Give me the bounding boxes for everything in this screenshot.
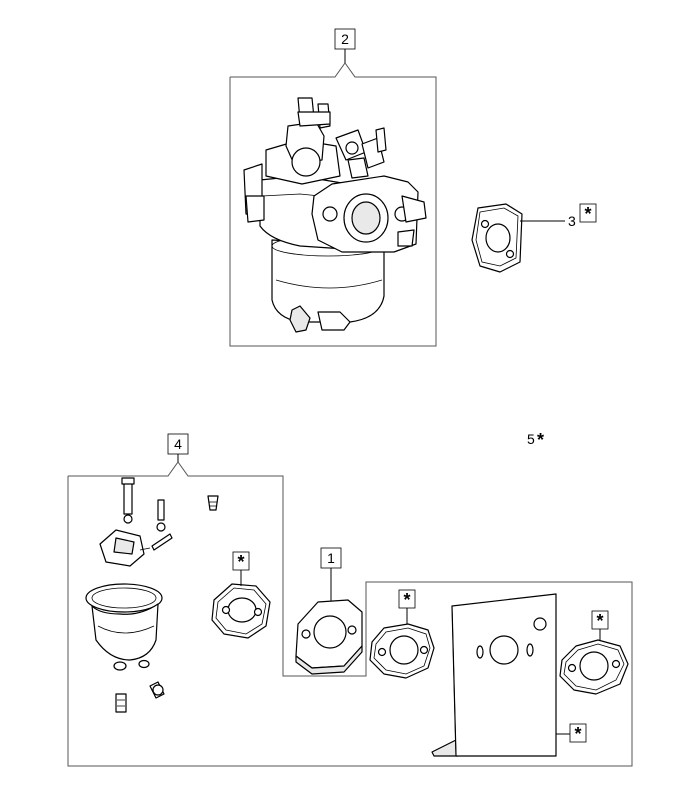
- insulator-spacer-icon[interactable]: [295, 599, 363, 675]
- callout-4[interactable]: 4: [167, 433, 189, 462]
- callout-gasket-b[interactable]: *: [591, 610, 609, 640]
- gasket-a-asterisk: *: [403, 590, 410, 610]
- callout-3[interactable]: 3 *: [520, 203, 597, 229]
- callout-2-label: 2: [341, 31, 349, 47]
- gasket-3-icon[interactable]: [471, 203, 523, 273]
- gasket-kit-asterisk: *: [237, 552, 244, 572]
- carburetor-group-frame: [229, 62, 437, 347]
- heat-shield-asterisk: *: [574, 724, 581, 744]
- gasket-a-icon[interactable]: [369, 623, 435, 679]
- callout-5-label: 5: [527, 431, 535, 447]
- callout-2[interactable]: 2: [334, 28, 356, 63]
- heat-shield-plate-icon[interactable]: [431, 593, 557, 757]
- repair-kit-group-frame: [67, 461, 633, 767]
- carburetor-icon[interactable]: [243, 97, 427, 333]
- callout-heat-shield[interactable]: *: [556, 723, 587, 744]
- gasket-kit-icon[interactable]: [211, 583, 271, 639]
- callout-gasket-kit[interactable]: *: [232, 551, 250, 586]
- gasket-b-icon[interactable]: [559, 639, 629, 695]
- callout-3-label: 3: [568, 213, 576, 229]
- repair-kit-icon[interactable]: [85, 477, 219, 713]
- callout-gasket-a[interactable]: *: [398, 589, 416, 624]
- callout-5-asterisk: *: [537, 430, 544, 450]
- callout-5[interactable]: 5 *: [527, 430, 544, 450]
- callout-1-label: 1: [327, 550, 335, 566]
- callout-3-asterisk: *: [584, 204, 591, 224]
- gasket-b-asterisk: *: [596, 611, 603, 631]
- callout-4-label: 4: [174, 436, 182, 452]
